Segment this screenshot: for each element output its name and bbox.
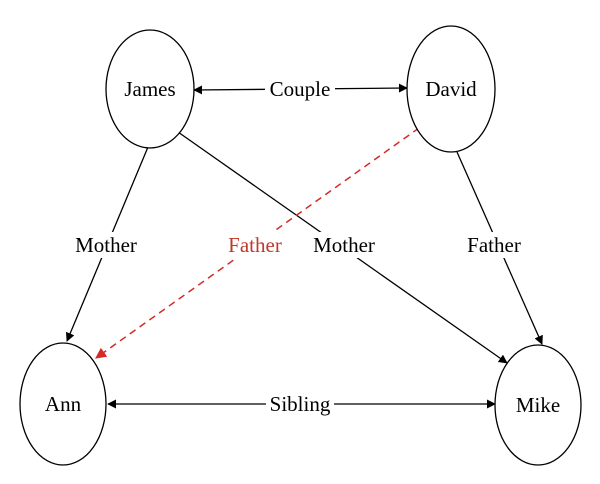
edge-label-david-mike-bg bbox=[462, 232, 526, 258]
node-ann: Ann bbox=[19, 342, 107, 466]
edge-label-david-ann-bg bbox=[223, 232, 287, 258]
node-mike-circle bbox=[494, 344, 582, 466]
edge-label-sibling-bg bbox=[266, 391, 334, 417]
edge-label-couple: Couple bbox=[270, 77, 331, 101]
edge-label-james-ann: Mother bbox=[75, 233, 137, 257]
edge-labels: Couple Sibling Mother Mother Father Fath… bbox=[70, 76, 526, 417]
edge-label-david-ann: Father bbox=[228, 233, 282, 257]
edge-label-sibling: Sibling bbox=[270, 392, 331, 416]
edge-label-david-mike: Father bbox=[467, 233, 521, 257]
edge-label-james-mike: Mother bbox=[313, 233, 375, 257]
node-james-circle bbox=[105, 29, 195, 149]
node-david-circle bbox=[406, 25, 496, 153]
node-james-label: James bbox=[124, 77, 175, 101]
node-james: James bbox=[105, 29, 195, 149]
node-ann-circle bbox=[19, 342, 107, 466]
node-david-label: David bbox=[425, 77, 477, 101]
node-david: David bbox=[406, 25, 496, 153]
edge-label-james-ann-bg bbox=[70, 232, 142, 258]
node-mike: Mike bbox=[494, 344, 582, 466]
edge-label-james-mike-bg bbox=[307, 232, 381, 258]
edge-label-couple-bg bbox=[265, 76, 335, 102]
node-mike-label: Mike bbox=[516, 393, 560, 417]
node-ann-label: Ann bbox=[45, 392, 82, 416]
